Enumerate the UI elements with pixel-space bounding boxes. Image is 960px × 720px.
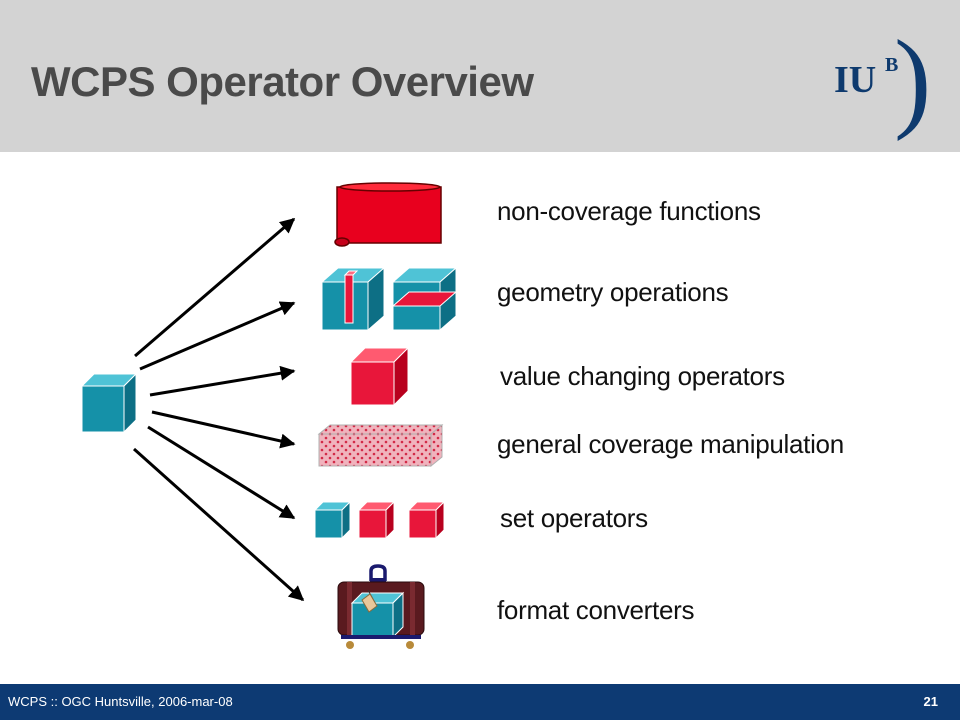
source-cube-icon	[80, 372, 138, 434]
slide-title: WCPS Operator Overview	[31, 58, 534, 105]
label-general-coverage-manipulation: general coverage manipulation	[497, 429, 844, 459]
operator-diagram: non-coverage functions geometry operatio…	[0, 152, 960, 684]
iub-logo: IU B )	[826, 24, 936, 136]
arrow-to-geometry	[139, 301, 296, 371]
header-bar: WCPS Operator Overview IU B )	[0, 0, 960, 152]
logo-parenthesis: )	[894, 18, 932, 142]
red-cube-icon	[349, 346, 410, 407]
arrow-to-format	[133, 447, 305, 602]
arrow-to-noncoverage	[134, 217, 296, 358]
label-set-operators: set operators	[500, 503, 648, 533]
patterned-slab-icon	[317, 423, 444, 468]
label-value-changing-operators: value changing operators	[500, 361, 785, 391]
label-geometry-operations: geometry operations	[497, 277, 729, 307]
logo-text: IU	[834, 59, 877, 101]
footer-bar: WCPS :: OGC Huntsville, 2006-mar-08 21	[0, 684, 960, 720]
arrow-to-general	[151, 410, 296, 449]
label-format-converters: format converters	[497, 595, 695, 625]
three-cubes-icon	[313, 500, 446, 540]
footer-text: WCPS :: OGC Huntsville, 2006-mar-08	[8, 694, 233, 709]
label-non-coverage-functions: non-coverage functions	[497, 196, 761, 226]
sliced-cubes-icon	[320, 266, 458, 332]
arrows	[133, 217, 305, 602]
arrow-to-value	[149, 365, 296, 397]
diagram-graphics	[80, 182, 458, 649]
suitcase-icon	[337, 564, 425, 649]
page-number: 21	[923, 694, 938, 709]
logo-superscript: B	[885, 54, 899, 76]
scroll-icon	[334, 182, 442, 247]
arrow-to-set	[147, 425, 296, 520]
